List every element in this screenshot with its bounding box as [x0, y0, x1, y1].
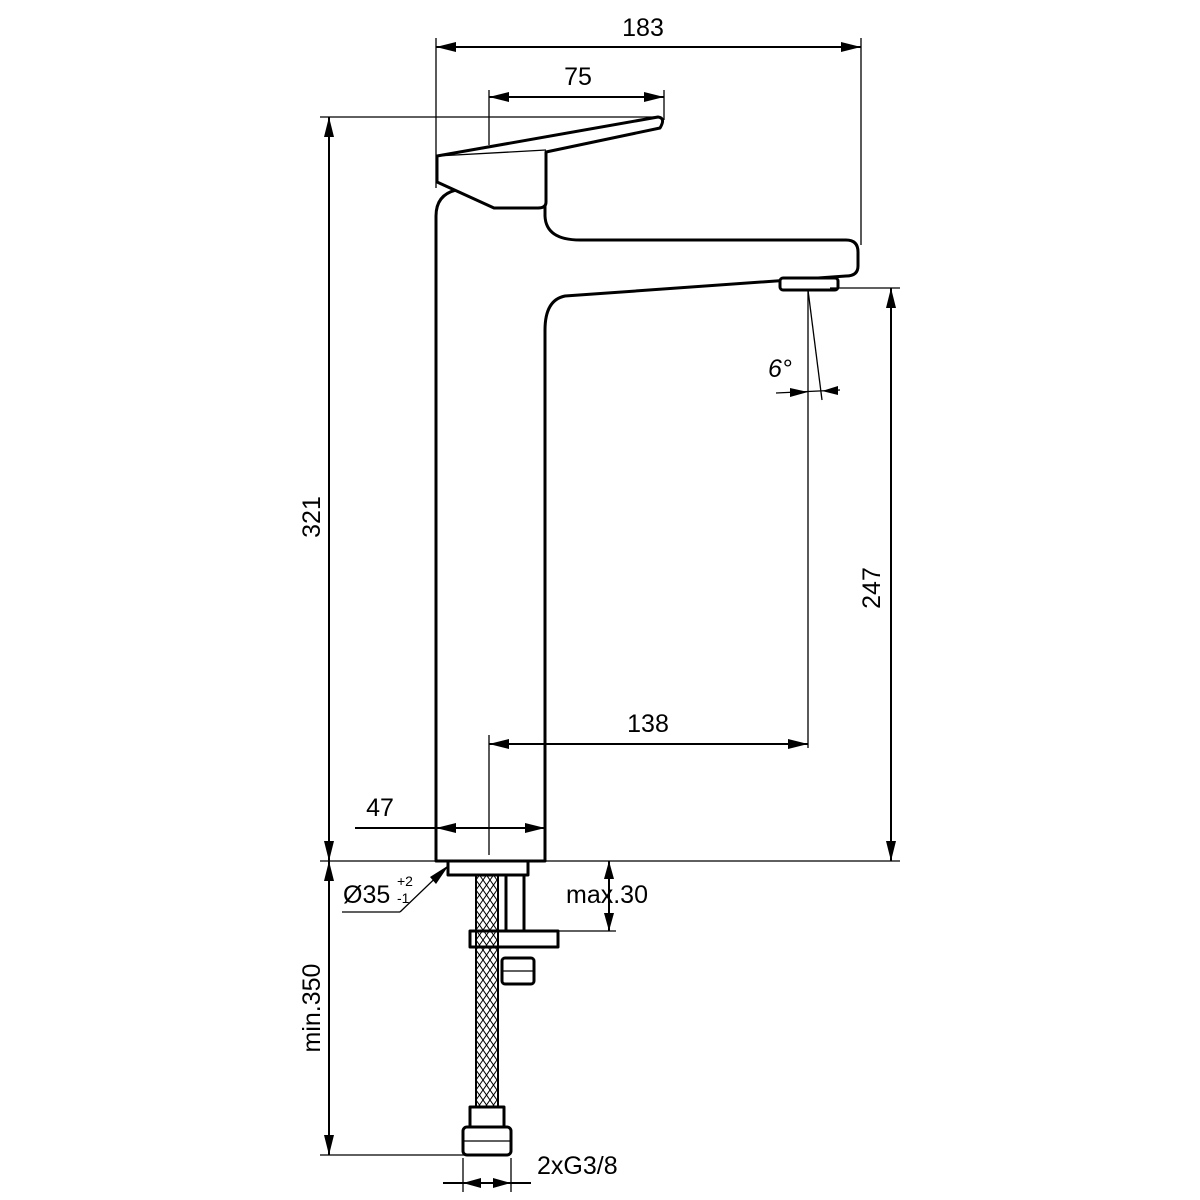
dimension-247: 247: [830, 287, 900, 861]
label-spout-angle: 6°: [768, 355, 792, 383]
label-spout-projection: 138: [627, 710, 669, 738]
hose-fitting: [468, 1105, 506, 1129]
dimension-min-350: min.350: [298, 861, 470, 1156]
dimension-hole-diameter: Ø35 +2 -1: [342, 865, 449, 913]
threaded-stud: [504, 873, 526, 933]
dimension-connection: 2xG3/8: [443, 1152, 618, 1192]
faucet-outline: [434, 115, 860, 1157]
dimension-6-degree: 6°: [768, 289, 841, 748]
label-min-hose-length: min.350: [298, 964, 326, 1053]
dimension-47: 47: [355, 794, 545, 833]
label-handle-reach: 75: [564, 63, 592, 91]
dimension-183: 183: [435, 14, 862, 245]
label-spout-height: 247: [858, 567, 886, 609]
label-hole-diameter: Ø35: [343, 881, 390, 909]
dimension-max-30: max.30: [558, 861, 648, 932]
label-total-height: 321: [298, 496, 326, 538]
dimension-75: 75: [488, 63, 665, 145]
dimension-321: 321: [298, 116, 660, 861]
label-hole-tolerance-upper: +2: [397, 873, 413, 889]
label-body-width: 47: [366, 794, 394, 822]
flexible-hose: [475, 874, 499, 1108]
label-max-deck-thickness: max.30: [566, 881, 648, 909]
lever-handle: [435, 115, 665, 210]
spout-aerator: [778, 276, 840, 292]
label-overall-width: 183: [622, 14, 664, 42]
label-connection-thread: 2xG3/8: [537, 1152, 618, 1180]
dimension-138: 138: [488, 710, 808, 855]
base-flange: [446, 859, 530, 877]
label-hole-tolerance-lower: -1: [397, 890, 410, 906]
